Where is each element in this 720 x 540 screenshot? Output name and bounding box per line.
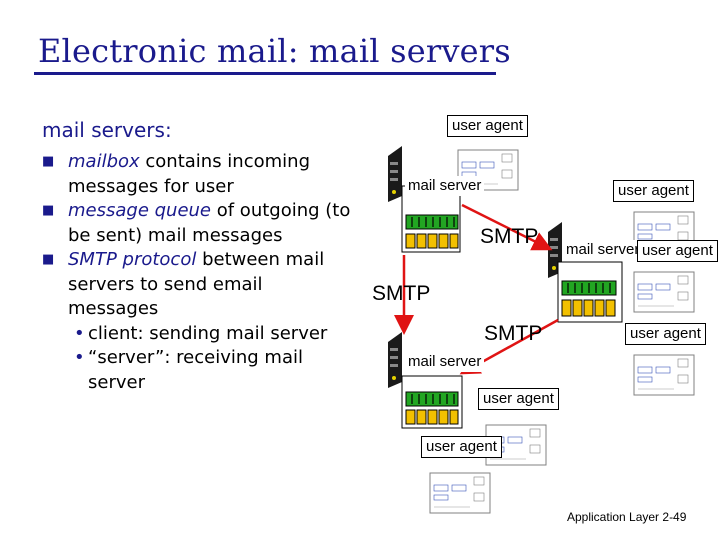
- bullet-text-queue: of outgoing (to be sent) mail messages: [68, 200, 351, 246]
- mailbox-bottom: [405, 409, 459, 425]
- user-agent-label-right-top: user agent: [613, 180, 694, 202]
- user-agent-label-top: user agent: [447, 115, 528, 137]
- mailbox-top: [405, 233, 459, 249]
- term-message-queue: message queue: [68, 200, 212, 221]
- subbullet-text-server: “server”: receiving mail server: [88, 347, 303, 393]
- mail-server-bottom: [388, 332, 463, 429]
- outgoing-queue-right: [561, 280, 617, 296]
- user-agent-pc-right-bottom: [633, 354, 695, 396]
- user-agent-label-right-bottom: user agent: [625, 323, 706, 345]
- mail-server-label-right: mail server: [563, 240, 643, 260]
- slide-footer: Application Layer 2-49: [567, 510, 687, 524]
- slide-title: Electronic mail: mail servers: [38, 32, 511, 70]
- smtp-label-top: SMTP: [480, 225, 539, 248]
- smtp-label-left: SMTP: [372, 282, 431, 305]
- mail-server-top: [388, 146, 461, 253]
- user-agent-label-bottom: user agent: [421, 436, 502, 458]
- subbullet-text-client: client: sending mail server: [88, 322, 328, 344]
- bullet-text-mailbox: contains incoming messages for user: [68, 151, 310, 197]
- term-mailbox: mailbox: [68, 151, 140, 172]
- bullet-smtp: ■SMTP protocol between mail servers to s…: [42, 249, 325, 319]
- subbullet-client: •client: sending mail server: [74, 322, 328, 344]
- user-agent-label-bottom-right: user agent: [478, 388, 559, 410]
- server-icon-bottom: [388, 332, 402, 388]
- user-agent-pc-right-middle: [633, 271, 695, 313]
- mail-server-right: [548, 222, 623, 323]
- mailbox-right: [561, 299, 616, 317]
- outgoing-queue-bottom: [405, 391, 459, 407]
- term-smtp-protocol: SMTP protocol: [68, 249, 197, 270]
- section-heading: mail servers:: [42, 118, 172, 142]
- bullet-text-smtp: between mail servers to send email messa…: [68, 249, 325, 319]
- mail-server-label-bottom: mail server: [405, 352, 485, 372]
- mail-server-label-top: mail server: [405, 176, 485, 196]
- bullet-queue: ■message queue of outgoing (to be sent) …: [42, 200, 351, 246]
- smtp-arrow-top-to-right: [461, 203, 553, 251]
- outgoing-queue-top: [405, 214, 459, 230]
- user-agent-label-right-middle: user agent: [637, 240, 718, 262]
- user-agent-pc-bottom: [429, 472, 491, 514]
- bullet-list: ■mailbox contains incoming messages for …: [42, 150, 352, 395]
- bullet-mailbox: ■mailbox contains incoming messages for …: [42, 151, 310, 197]
- server-icon-top: [388, 146, 402, 202]
- subbullet-server: •“server”: receiving mail server: [74, 347, 303, 393]
- smtp-label-bottom: SMTP: [484, 322, 543, 345]
- title-underline: [34, 72, 496, 75]
